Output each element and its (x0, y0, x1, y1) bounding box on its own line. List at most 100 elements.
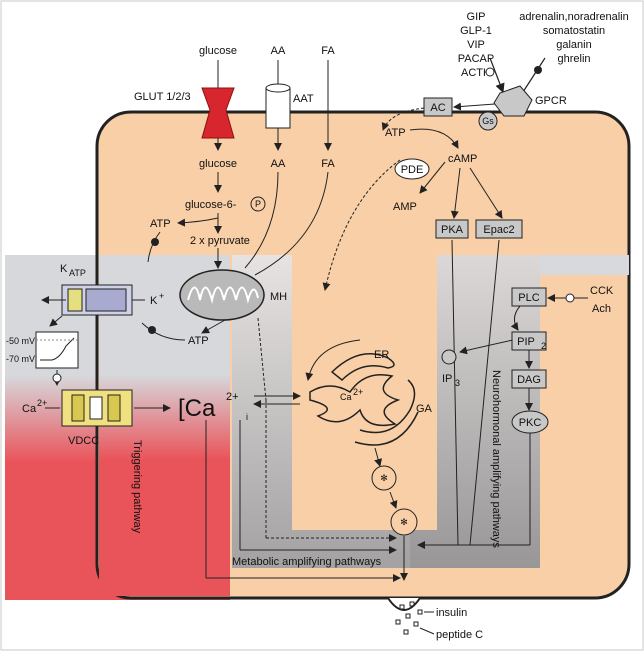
katp-sub-label: ATP (69, 268, 86, 278)
ac-box (423, 97, 453, 117)
plc-to-pip2-arrow (510, 305, 521, 331)
mv-low-label: -70 mV (6, 354, 35, 364)
gs-label: Gs (482, 116, 494, 126)
golgi-to-granule-arrow (374, 447, 382, 467)
ligand-adrenalin: adrenalin,noradrenalin (519, 11, 628, 23)
cck-label: CCK (590, 285, 614, 297)
granule-maturation-arrow (389, 491, 398, 509)
ca-cytosolic-sup: 2+ (226, 391, 239, 403)
minus-sign-icon (534, 66, 542, 74)
ligand-galanin: galanin (556, 39, 591, 51)
plus-sign-icon (485, 67, 495, 77)
aat-label: AAT (293, 93, 314, 105)
gs-protein-icon (478, 111, 498, 131)
aa-to-mh-line (244, 171, 279, 269)
pip2-to-ip3-arrow (459, 339, 514, 355)
ac-dashed-arrow (381, 107, 425, 131)
er-fold-icon (330, 353, 395, 382)
neurohormonal-band-ext (540, 255, 629, 275)
glut-transporter-icon (201, 87, 235, 139)
glucose-top-label: glucose (199, 45, 237, 57)
camp-to-epac2-arrow (469, 167, 503, 219)
metabolic-band (232, 255, 410, 568)
plus-sign-icon (565, 293, 575, 303)
pkc-label: PKC (519, 417, 542, 429)
plc-label: PLC (518, 292, 539, 304)
epac2-pathway-line (469, 239, 500, 546)
camp-to-amp-arrow (419, 161, 446, 194)
plus-sign-icon (52, 373, 62, 383)
ip3-to-er-arrow (305, 339, 361, 381)
insulin-label: insulin (436, 607, 467, 619)
ligand-pacap: PACAP (458, 53, 494, 65)
aa-top-label: AA (271, 45, 286, 57)
to-atp-left-arrow (177, 217, 219, 227)
er-label: ER (374, 349, 389, 361)
peptide-c-pointer (419, 627, 435, 635)
camp-dashed-arrow (322, 159, 401, 291)
mh-to-atp-arrow (201, 319, 226, 334)
pka-box (435, 219, 469, 239)
atp-to-camp-arrow (409, 128, 459, 149)
pip2-sub-label: 2 (541, 341, 546, 351)
triggering-label: Triggering pathway (131, 440, 143, 534)
ligand-acth: ACTH (461, 67, 491, 79)
g6p-label: glucose-6- (185, 199, 237, 211)
atp-top-label: ATP (385, 127, 406, 139)
ca-er-sup: 2+ (353, 387, 363, 397)
ip3-receptor-icon (441, 349, 457, 365)
fa-to-mh-line (254, 171, 329, 276)
katp-label: K (60, 263, 68, 275)
stim-arrow (489, 57, 505, 94)
ach-label: Ach (592, 303, 611, 315)
pde-label: PDE (401, 164, 424, 176)
phosphate-circle-icon (250, 196, 266, 212)
glucose-in-label: glucose (199, 158, 237, 170)
granule-content-icon: ✻ (380, 473, 388, 483)
minus-sign-icon (148, 326, 156, 334)
metabolic-label: Metabolic amplifying pathways (232, 556, 382, 568)
ip3-label: IP (442, 373, 452, 385)
released-insulin-icon (395, 601, 423, 635)
atp-inhibit-line (147, 231, 161, 263)
ca-out-label: Ca (22, 403, 37, 415)
pde-enzyme-icon (394, 158, 430, 180)
minus-sign-icon (151, 238, 159, 246)
ligand-glp1: GLP-1 (460, 25, 492, 37)
fa-top-label: FA (321, 45, 335, 57)
camp-label: cAMP (448, 153, 477, 165)
pka-pathway-line (451, 239, 459, 546)
mh-label: MH (270, 291, 287, 303)
gpcr-to-ac-arrow (453, 102, 496, 111)
phosphate-label: P (255, 199, 261, 209)
neurohormonal-band (410, 255, 540, 568)
gpcr-receptor-icon (493, 85, 533, 117)
ligand-vip: VIP (467, 39, 485, 51)
to-inset-arrow (49, 315, 63, 327)
dag-label: DAG (517, 374, 541, 386)
ac-label: AC (430, 102, 445, 114)
mv-high-label: -50 mV (6, 336, 35, 346)
peptide-c-label: peptide C (436, 629, 483, 641)
mature-granule-icon (390, 508, 418, 536)
pyruvate-label: 2 x pyruvate (190, 235, 250, 247)
golgi-cisterna-icon (354, 411, 419, 446)
ca-out-sup-label: 2+ (37, 398, 47, 408)
golgi-apparatus-icon (359, 379, 416, 434)
ligand-somatostatin: somatostatin (543, 25, 605, 37)
ca-cytosolic-label: [Ca (178, 395, 216, 422)
ga-label: GA (416, 403, 433, 415)
mitochondrion-cristae (187, 286, 259, 304)
ligands-left-group: GIP GLP-1 VIP PACAP ACTH (458, 11, 494, 79)
aat-top-cap (265, 83, 291, 93)
ip3-sub-label: 3 (455, 378, 460, 388)
vdcc-label: VDCC (68, 435, 99, 447)
amp-label: AMP (393, 201, 417, 213)
inhib-line (522, 57, 546, 93)
epac2-box (475, 219, 523, 239)
depolarisation-curve (40, 337, 75, 361)
atp-left-label: ATP (150, 218, 171, 230)
